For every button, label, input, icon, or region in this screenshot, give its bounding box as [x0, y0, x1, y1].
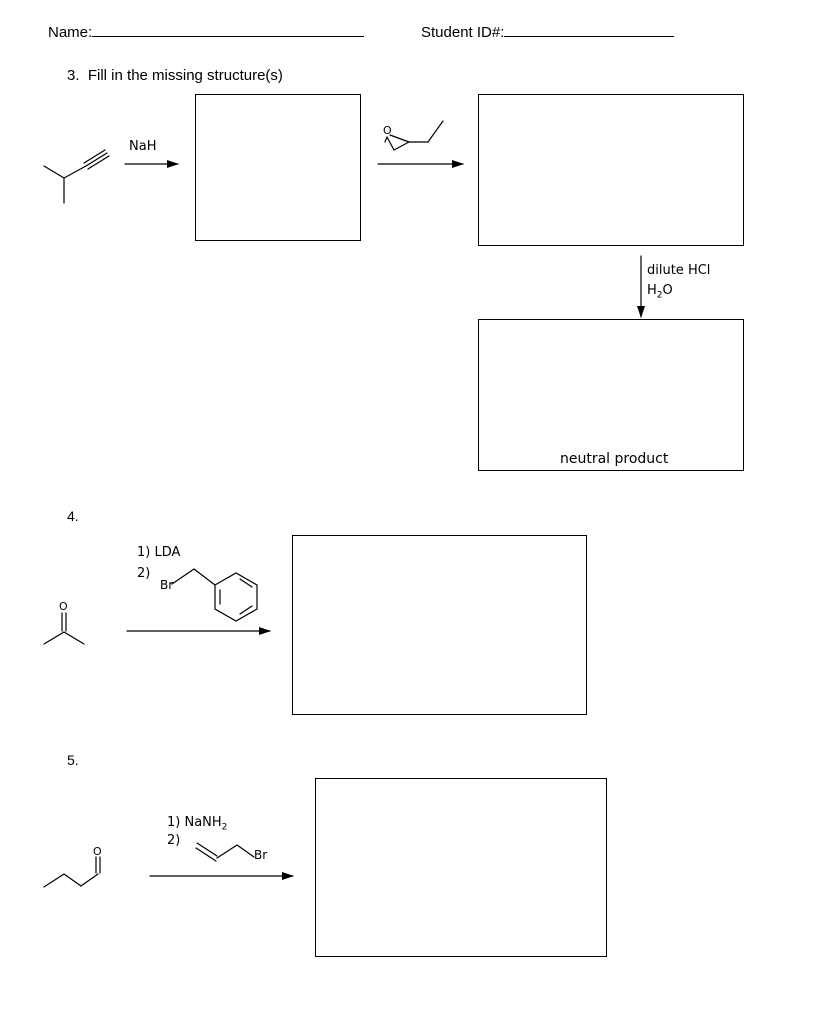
epoxybutane-structure [384, 120, 444, 151]
q4-step-1: 1) LDA [137, 545, 181, 560]
answer-box-q3-1[interactable] [195, 94, 361, 241]
benzyl-bromide-structure [171, 568, 258, 622]
answer-box-q4[interactable] [292, 535, 587, 715]
water-o: O [662, 283, 673, 298]
student-id-label: Student ID#: [421, 24, 505, 41]
methylbutyne-structure [43, 149, 110, 204]
name-label: Name: [48, 24, 93, 41]
butanal-structure [43, 856, 101, 888]
reagent-nah: NaH [129, 139, 157, 154]
name-field[interactable]: Name: [48, 22, 365, 41]
reagent-dilute-hcl: dilute HCl [647, 263, 711, 278]
answer-box-q3-2[interactable] [478, 94, 744, 246]
water-h: H [647, 283, 657, 298]
acetone-structure [43, 612, 85, 645]
q4-step-2: 2) [137, 566, 151, 581]
question-3-prompt: Fill in the missing structure(s) [87, 67, 283, 84]
question-5-number: 5. [67, 752, 79, 768]
q4-br-label: Br [160, 578, 174, 592]
q5-step-1-subscript: 2 [221, 822, 228, 833]
question-3-number: 3. [67, 67, 80, 84]
question-3-heading: 3. Fill in the missing structure(s) [67, 67, 283, 84]
q5-step-1: 1) NaNH2 [167, 815, 227, 833]
q5-step-1-main: 1) NaNH [167, 815, 222, 830]
student-id-field[interactable]: Student ID#: [421, 22, 675, 41]
answer-box-q5[interactable] [315, 778, 607, 957]
neutral-product-caption: neutral product [560, 451, 669, 467]
reagent-water: H2O [647, 283, 673, 301]
answer-box-q3-3[interactable] [478, 319, 744, 471]
epoxide-o-label: O [383, 124, 392, 137]
question-4-number: 4. [67, 508, 79, 524]
q5-step-2: 2) [167, 833, 181, 848]
student-id-blank[interactable] [504, 22, 675, 37]
butanal-o-label: O [93, 845, 102, 858]
acetone-o-label: O [59, 600, 68, 613]
name-blank[interactable] [92, 22, 365, 37]
q5-br-label: Br [254, 848, 268, 862]
allyl-bromide-structure [195, 842, 255, 862]
water-subscript: 2 [656, 290, 663, 301]
